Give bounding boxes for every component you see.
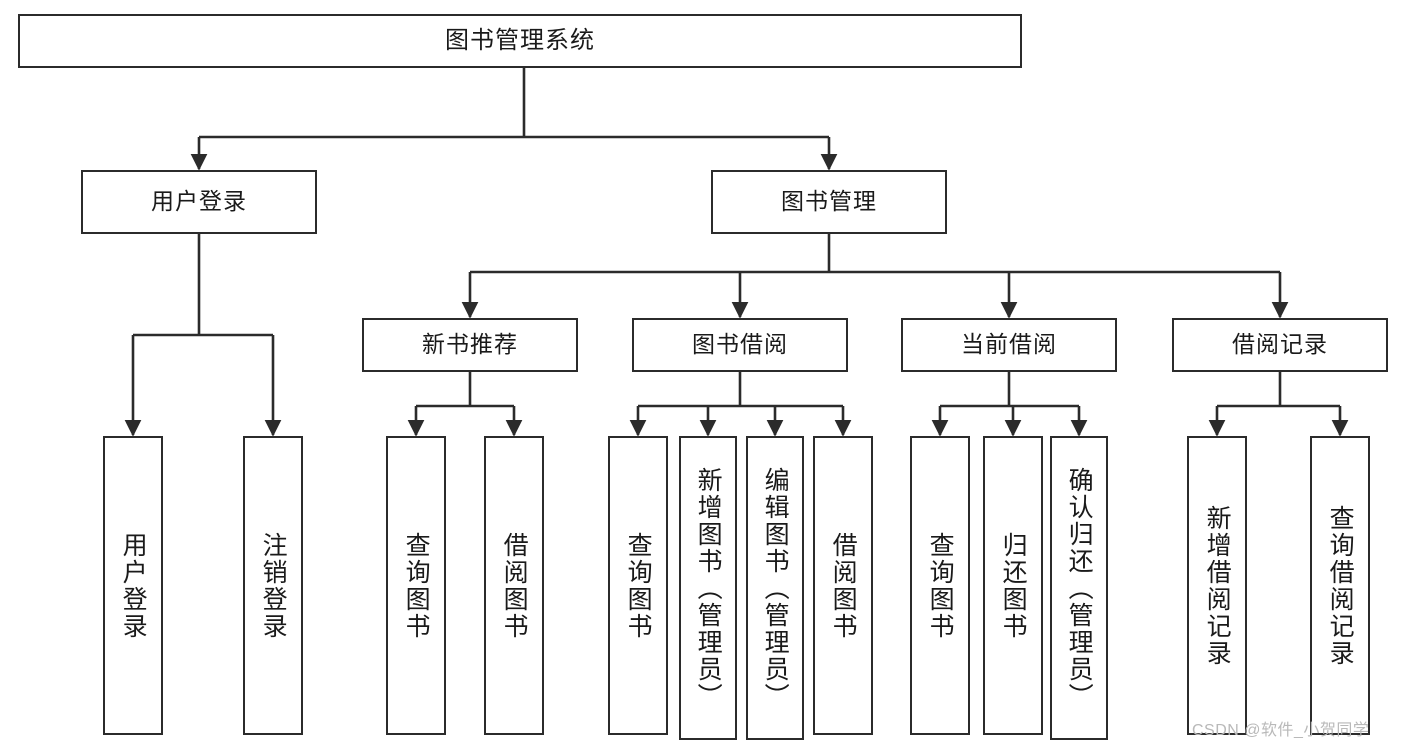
node-user-login-label: 用户登录 xyxy=(151,188,247,215)
node-new-book-recommend-label: 新书推荐 xyxy=(422,331,518,358)
node-leaf-logout[interactable]: 注销登录 xyxy=(243,436,303,735)
node-leaf-add-borrow-record-label: 新增借阅记录 xyxy=(1203,504,1232,667)
node-leaf-query-book-3[interactable]: 查询图书 xyxy=(910,436,970,735)
node-leaf-query-book-2-label: 查询图书 xyxy=(624,531,653,640)
node-leaf-borrow-book-1[interactable]: 借阅图书 xyxy=(484,436,544,735)
node-current-borrow-label: 当前借阅 xyxy=(961,331,1057,358)
node-leaf-add-book-admin[interactable]: 新增图书（管理员） xyxy=(679,436,737,740)
node-leaf-confirm-return-admin[interactable]: 确认归还（管理员） xyxy=(1050,436,1108,740)
node-leaf-add-borrow-record[interactable]: 新增借阅记录 xyxy=(1187,436,1247,735)
node-leaf-edit-book-admin-label: 编辑图书（管理员） xyxy=(761,466,790,710)
node-leaf-return-book-label: 归还图书 xyxy=(999,531,1028,640)
node-leaf-user-login[interactable]: 用户登录 xyxy=(103,436,163,735)
node-leaf-edit-book-admin[interactable]: 编辑图书（管理员） xyxy=(746,436,804,740)
node-new-book-recommend[interactable]: 新书推荐 xyxy=(362,318,578,372)
watermark: CSDN @软件_小贺同学 xyxy=(1192,722,1370,739)
node-root-label: 图书管理系统 xyxy=(445,26,595,54)
node-leaf-add-book-admin-label: 新增图书（管理员） xyxy=(694,466,723,710)
node-leaf-query-borrow-record[interactable]: 查询借阅记录 xyxy=(1310,436,1370,735)
node-borrow-record-label: 借阅记录 xyxy=(1232,331,1328,358)
node-leaf-confirm-return-admin-label: 确认归还（管理员） xyxy=(1065,466,1094,710)
node-leaf-query-book-2[interactable]: 查询图书 xyxy=(608,436,668,735)
node-user-login[interactable]: 用户登录 xyxy=(81,170,317,234)
node-current-borrow[interactable]: 当前借阅 xyxy=(901,318,1117,372)
node-borrow-record[interactable]: 借阅记录 xyxy=(1172,318,1388,372)
node-leaf-return-book[interactable]: 归还图书 xyxy=(983,436,1043,735)
node-leaf-query-book-3-label: 查询图书 xyxy=(926,531,955,640)
node-leaf-query-borrow-record-label: 查询借阅记录 xyxy=(1326,504,1355,667)
node-book-borrow[interactable]: 图书借阅 xyxy=(632,318,848,372)
node-leaf-query-book-1[interactable]: 查询图书 xyxy=(386,436,446,735)
node-book-borrow-label: 图书借阅 xyxy=(692,331,788,358)
node-leaf-borrow-book-1-label: 借阅图书 xyxy=(500,531,529,640)
node-leaf-query-book-1-label: 查询图书 xyxy=(402,531,431,640)
node-book-manage[interactable]: 图书管理 xyxy=(711,170,947,234)
node-leaf-logout-label: 注销登录 xyxy=(259,531,288,640)
node-leaf-borrow-book-2-label: 借阅图书 xyxy=(829,531,858,640)
node-leaf-borrow-book-2[interactable]: 借阅图书 xyxy=(813,436,873,735)
node-root[interactable]: 图书管理系统 xyxy=(18,14,1022,68)
node-leaf-user-login-label: 用户登录 xyxy=(119,531,148,640)
node-book-manage-label: 图书管理 xyxy=(781,188,877,215)
